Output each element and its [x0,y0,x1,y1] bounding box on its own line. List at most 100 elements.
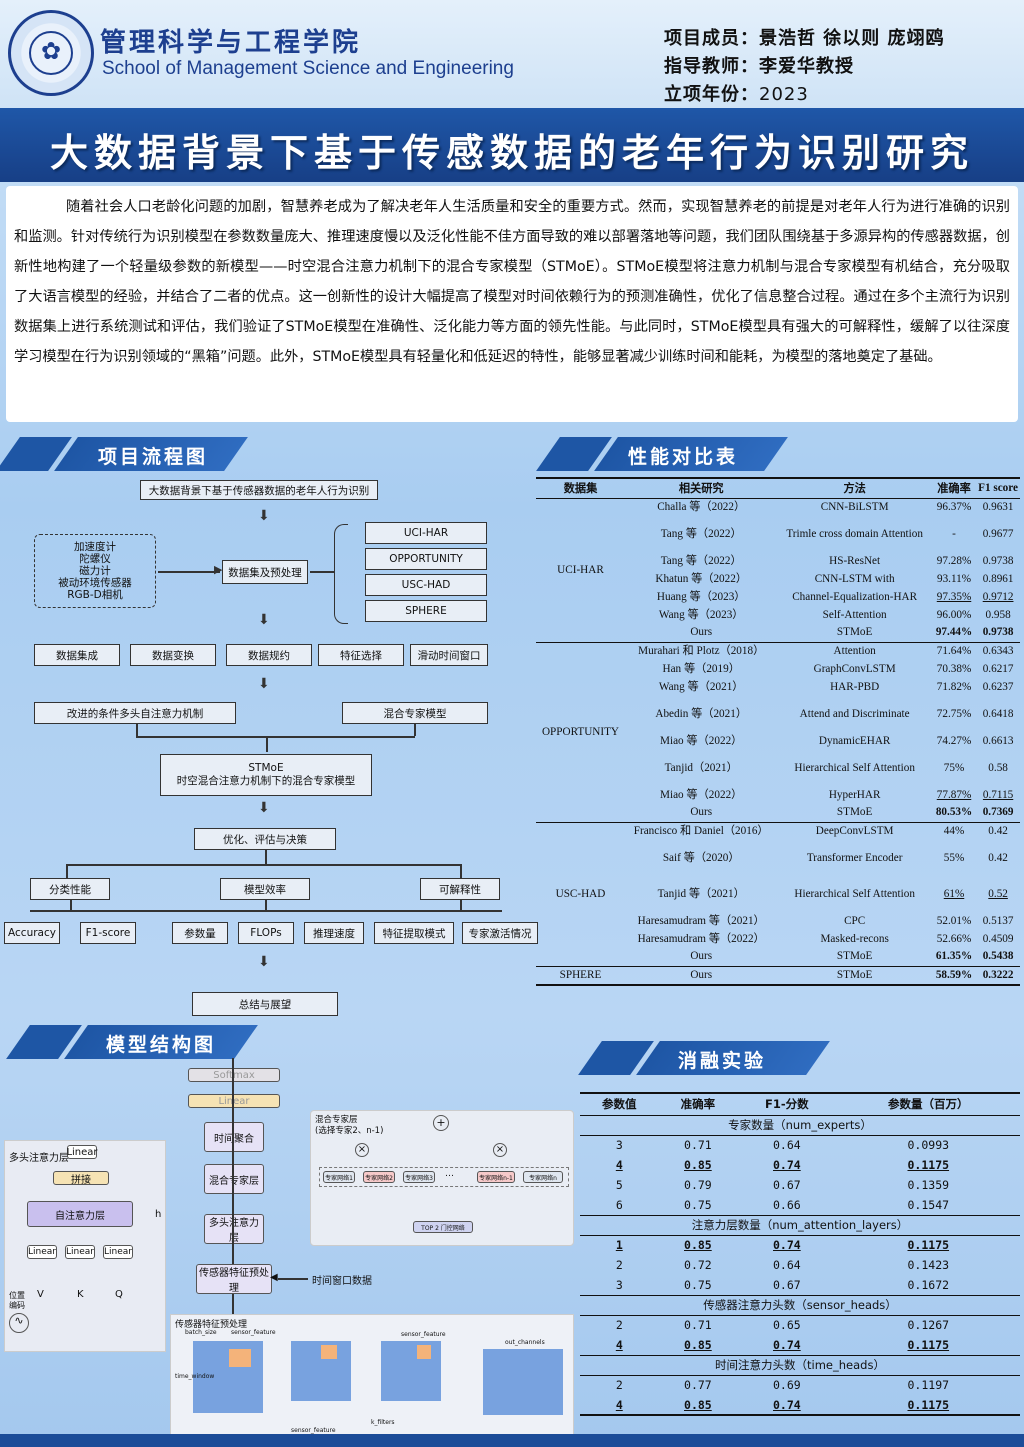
mha-heads-label: h [155,1209,162,1220]
abl-group-title: 注意力层数量（num_attention_layers） [580,1214,1020,1236]
abl-cell: 0.85 [684,1337,712,1352]
logo-emblem-icon: ✿ [40,37,62,65]
perf-cell: 0.9631 [982,500,1014,513]
abl-cell: 0.75 [684,1197,712,1212]
leaf-speed: 推理速度 [304,922,364,944]
perf-header: 准确率 [931,477,977,499]
abl-cell: 6 [615,1197,623,1212]
moe-detail-panel: 混合专家层 (选择专家2、n-1) + × × 专家网络1 专家网络2 专家网络… [310,1110,574,1246]
category-interpretability: 可解释性 [420,878,500,900]
perf-cell: 0.5438 [976,948,1020,967]
dataset-usc-had: USC-HAD [365,574,487,596]
step-reduction: 数据规约 [226,644,312,666]
perf-cell: CPC [844,914,866,927]
flow-arrow-icon: ⬇ [258,954,270,970]
perf-dataset-cell: USC-HAD [536,822,625,967]
category-efficiency: 模型效率 [220,878,310,900]
pos-encoding-label: 位置 编码 [9,1291,25,1310]
abl-cell: 3 [615,1138,623,1153]
arrow-left-icon: ◀ [270,1272,278,1283]
leaf-accuracy: Accuracy [4,922,60,944]
year-line: 立项年份：2023 [664,80,809,106]
perf-cell: 93.11% [936,572,972,585]
abl-cell: 2 [615,1378,623,1393]
mha-linear-q: Linear [103,1245,133,1259]
perf-cell: DynamicEHAR [818,734,891,747]
perf-cell: 52.01% [936,914,972,927]
perf-cell: STMoE [777,966,932,986]
time-agg-box: 时间聚合 [204,1122,264,1152]
leaf-expert-activation: 专家激活情况 [462,922,538,944]
moe-detail-title: 混合专家层 (选择专家2、n-1) [315,1115,384,1136]
section-head-model: 模型结构图 [6,1025,258,1059]
summary-box: 总结与展望 [192,992,338,1016]
expert-box: 专家网络1 [323,1171,355,1183]
section-title-model: 模型结构图 [106,1034,217,1056]
sensor-item: 磁力计 [79,565,111,577]
category-classification: 分类性能 [30,878,110,900]
perf-cell: 0.7115 [982,788,1014,801]
leaf-flops: FLOPs [238,922,294,944]
multiply-icon: × [493,1143,507,1157]
perf-cell: 61.35% [931,948,977,967]
attention-box: 改进的条件多头自注意力机制 [34,702,236,724]
advisor-label: 指导教师： [664,56,759,77]
perf-cell: 0.6613 [982,734,1014,747]
abl-cell: 0.0993 [907,1138,950,1153]
perf-cell: 70.38% [936,662,972,675]
sensor-pre-box: 传感器特征预处理 [196,1264,272,1294]
abl-cell: 0.1359 [907,1178,950,1192]
perf-cell: 97.28% [936,554,972,567]
perf-cell: 0.42 [988,851,1008,864]
perf-cell: 0.9677 [982,527,1014,540]
abl-group-title: 时间注意力头数（time_heads） [580,1354,1020,1376]
multiply-icon: × [355,1143,369,1157]
footer-bar [0,1434,1024,1447]
abl-cell: 2 [615,1318,623,1333]
section-title-flow: 项目流程图 [98,446,209,468]
abl-header: F1-分数 [737,1092,837,1116]
section-title-ablation: 消融实验 [678,1050,767,1072]
abl-cell: 0.64 [773,1138,801,1153]
model-architecture: Softmax Linear 时间聚合 混合专家层 多头注意力层 传感器特征预处… [0,1058,580,1438]
advisor-line: 指导教师：李爱华教授 [664,52,854,78]
perf-cell: CNN-LSTM with [814,572,895,585]
perf-cell: - [952,527,956,540]
perf-cell: 0.6217 [982,662,1014,675]
abl-cell: 0.1175 [836,1395,1020,1416]
perf-cell: Challa 等（2022） [657,500,746,513]
tensor-label: batch_size [185,1329,217,1336]
abl-cell: 0.74 [773,1158,801,1172]
perf-cell: 96.00% [936,608,972,621]
step-transform: 数据变换 [130,644,216,666]
perf-cell: DeepConvLSTM [815,824,894,837]
perf-cell: 55% [943,851,965,864]
perf-cell: 0.3222 [976,966,1020,986]
gate-network-box: TOP 2 门控网络 [413,1221,473,1233]
step-sliding-window: 滑动时间窗口 [410,644,488,666]
perf-row: Tang 等（2022）Trimle cross domain Attentio… [536,516,1020,552]
leaf-f1: F1-score [80,922,136,944]
perf-cell: Haresamudram 等（2021） [637,914,765,927]
perf-cell: 80.53% [931,804,977,823]
moe-layer-box: 混合专家层 [204,1164,264,1194]
abl-cell: 0.1423 [907,1258,950,1272]
perf-cell: 97.44% [931,624,977,643]
perf-header: 相关研究 [624,477,778,499]
sensor-item: 加速度计 [74,541,116,553]
perf-cell: 75% [943,761,965,774]
perf-cell: HAR-PBD [830,680,880,693]
abl-cell: 1 [615,1238,623,1253]
